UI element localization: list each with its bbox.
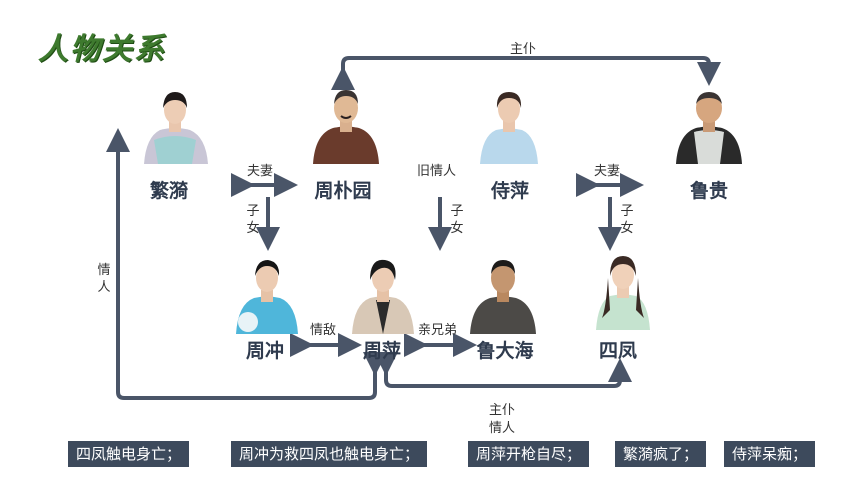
- outcome-1: 四凤触电身亡；: [68, 441, 190, 467]
- label-old-lover: 旧情人: [417, 164, 457, 179]
- label-bottom-master-servant: 主仆: [489, 403, 516, 418]
- label-children-left: 子女: [246, 204, 260, 236]
- lu-dahai-portrait: [470, 260, 536, 334]
- outcome-4: 繁漪疯了；: [615, 441, 707, 467]
- label-husband-wife-right: 夫妻: [594, 164, 621, 179]
- label-bottom-lovers: 情人: [489, 421, 516, 436]
- label-lovers-left: 情人: [97, 263, 111, 295]
- fanyi-portrait: [144, 92, 208, 164]
- name-shiping: 侍萍: [490, 180, 530, 202]
- lugui-portrait: [676, 92, 742, 164]
- sifeng-portrait: [596, 256, 650, 330]
- name-zhou-puyuan: 周朴园: [314, 180, 372, 202]
- arrow-lovers-left: [106, 128, 387, 400]
- outcome-5: 侍萍呆痴；: [724, 441, 816, 467]
- name-zhou-chong: 周冲: [245, 340, 285, 362]
- label-husband-wife-left: 夫妻: [247, 164, 274, 179]
- outcome-3: 周萍开枪自尽；: [468, 441, 590, 467]
- label-master-servant-top: 主仆: [510, 42, 537, 57]
- zhou-ping-portrait: [352, 259, 414, 334]
- name-zhou-ping: 周萍: [362, 340, 402, 362]
- name-lu-dahai: 鲁大海: [476, 340, 534, 362]
- shiping-portrait: [480, 92, 538, 164]
- zhou-chong-portrait: [236, 260, 298, 334]
- label-children-right: 子女: [620, 204, 634, 236]
- label-half-brothers: 亲兄弟: [418, 323, 458, 338]
- label-rivals: 情敌: [310, 323, 337, 338]
- zhou-puyuan-portrait: [313, 90, 379, 164]
- outcome-2: 周冲为救四凤也触电身亡；: [231, 441, 428, 467]
- name-lugui: 鲁贵: [689, 180, 729, 202]
- arrow-bottom-master-servant-lovers: [374, 352, 632, 388]
- name-sifeng: 四凤: [598, 340, 638, 362]
- name-fanyi: 繁漪: [149, 180, 189, 202]
- page-title: 人物关系: [38, 32, 166, 67]
- arrow-master-servant-top: [331, 56, 721, 90]
- label-children-mid: 子女: [450, 204, 464, 236]
